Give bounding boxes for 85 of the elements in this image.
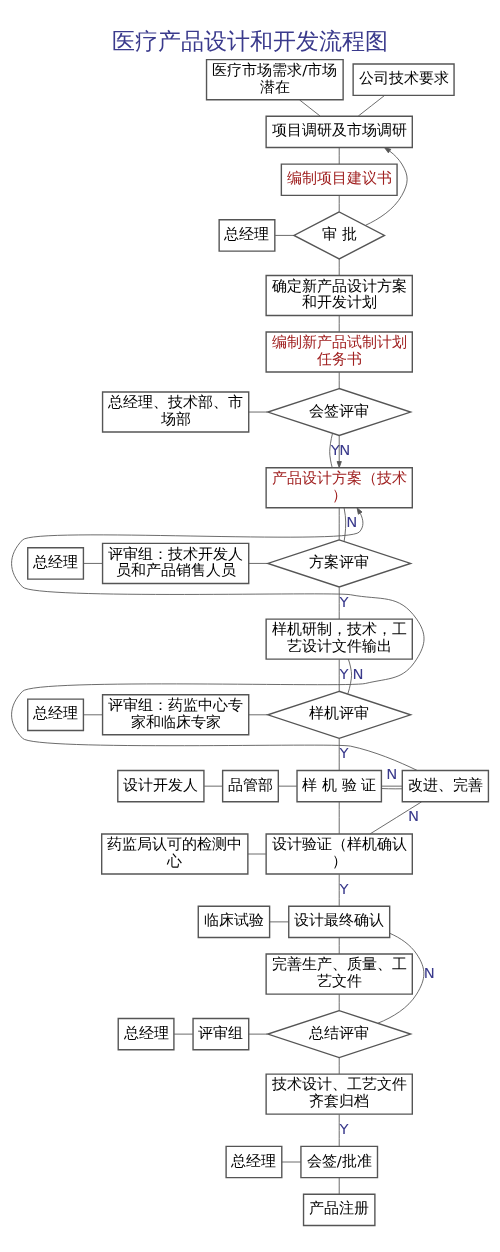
edge-label: Y [339,592,349,610]
edge-label: Y [339,743,349,761]
node-diamond: 会签评审 [265,387,413,436]
node-box: 会签/批准 [300,1145,379,1178]
connector [338,801,340,834]
node-box: 总经理 [117,1017,175,1050]
connector [338,873,340,906]
node-box: 设计验证（样机确认） [265,832,413,875]
connector [83,562,103,564]
node-box: 药监局认可的检测中心 [101,832,249,875]
node-box: 改进、完善 [401,769,490,802]
node-diamond: 样机评审 [265,690,413,739]
connector [248,562,268,564]
node-box: 项目调研及市场调研 [265,115,413,148]
connector [83,713,103,715]
node-box: 总经理、技术部、市场部 [101,390,250,433]
connector [338,586,340,619]
connector [269,920,290,922]
node-box: 总经理 [218,218,276,252]
connector [338,507,340,540]
arrow [336,434,342,468]
node-box: 评审组：技术开发人员和产品销售人员 [101,542,250,584]
node-box: 样机研制，技术，工艺设计文件输出 [265,617,413,660]
node-box: 总经理 [225,1145,283,1178]
connector [248,411,268,412]
connector [369,800,422,834]
connector [338,146,340,164]
connector [377,932,425,1024]
arrow [365,146,408,226]
node-box: 产品设计方案（技术） [265,466,413,508]
connector [338,194,340,212]
connector [248,1033,268,1035]
node-box: 设计最终确认 [288,905,391,938]
connector [338,258,340,276]
connector [247,853,267,854]
node-box: 设计开发人 [117,769,205,802]
node-box: 评审组：药监中心专家和临床专家 [101,693,250,735]
connector [299,99,321,116]
connector [173,1033,194,1035]
connector [278,785,298,787]
connector [338,314,340,332]
node-box: 确定新产品设计方案和开发计划 [265,274,413,316]
node-diamond: 审 批 [292,210,386,260]
connector [274,234,295,236]
connector [338,371,340,389]
node-box: 编制项目建议书 [280,162,398,196]
node-diamond: 方案评审 [265,538,413,588]
edge-label: N [352,664,364,682]
connector [338,936,340,954]
connector [347,658,352,694]
diagram-title: 医疗产品设计和开发流程图 [112,27,388,54]
node-box: 总经理 [27,697,85,731]
connector [338,1056,340,1074]
node-box: 技术设计、工艺文件齐套归档 [265,1072,413,1115]
connector [343,507,347,542]
edge-label: Y [339,879,349,897]
node-box: 品管部 [221,769,279,802]
connector [338,1176,340,1195]
edge-label: Y [339,1119,349,1137]
edge-label: N [339,440,351,458]
connector [329,432,333,468]
edge-label: Y [330,440,340,458]
connector [248,713,268,715]
connector [203,785,223,787]
arrow [11,506,425,771]
node-box: 医疗市场需求/市场潜在 [205,58,344,100]
node-box: 公司技术要求 [352,62,455,96]
connector [338,658,340,692]
edge-label: Y [339,664,349,682]
edge-label: N [408,806,420,824]
node-box: 编制新产品试制计划任务书 [265,330,413,373]
edge-label: N [346,512,358,530]
node-box: 产品注册 [302,1193,376,1226]
connector [338,1113,340,1146]
connector [338,737,340,771]
edge-label: N [423,963,435,981]
node-diamond: 总结评审 [265,1009,413,1058]
node-box: 样 机 验 证 [296,769,383,802]
node-box: 总经理 [27,546,85,580]
node-box: 临床试验 [197,905,271,938]
connector [281,1161,302,1162]
node-box: 评审组 [192,1017,250,1050]
edge-label: N [386,764,398,782]
node-box: 完善生产、质量、工艺文件 [265,952,413,995]
connector [338,993,340,1011]
